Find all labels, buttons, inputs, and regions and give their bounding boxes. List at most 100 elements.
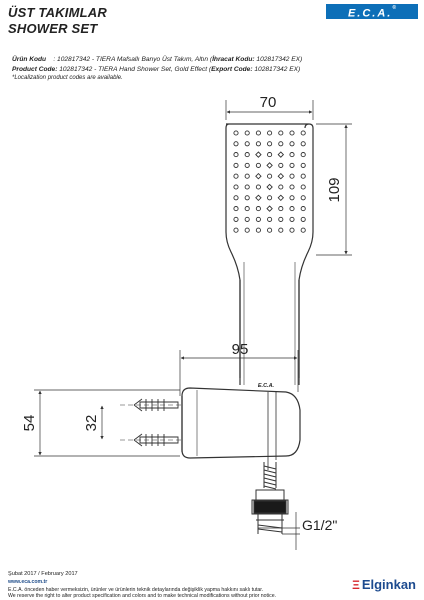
height-label: 109 bbox=[326, 177, 343, 202]
nozzle bbox=[300, 184, 306, 190]
nozzle-diamond bbox=[255, 151, 262, 158]
nozzle-diamond bbox=[266, 205, 273, 212]
hose-connector bbox=[251, 489, 289, 534]
nozzle-diamond bbox=[277, 151, 285, 158]
product-code-en: Product Code: 102817342 - TIERA Hand Sho… bbox=[12, 66, 300, 73]
nozzle bbox=[267, 195, 273, 201]
nozzle bbox=[233, 195, 239, 201]
nozzle bbox=[300, 206, 306, 212]
nozzle bbox=[300, 195, 306, 201]
nozzle bbox=[255, 216, 261, 222]
nozzle bbox=[300, 162, 306, 168]
nozzle bbox=[244, 173, 250, 179]
export-value-en: 102817342 EX) bbox=[252, 66, 301, 73]
nozzle-diamond bbox=[277, 172, 285, 180]
nozzle bbox=[300, 141, 306, 147]
footer-disclaimer-tr: E.C.A. önceden haber vermeksizin, ürünle… bbox=[8, 587, 264, 593]
nozzle bbox=[244, 184, 250, 190]
nozzle bbox=[300, 216, 306, 222]
code-value-tr: : 102817342 - TIERA Mafsallı Banyo Üst T… bbox=[53, 56, 213, 63]
technical-drawing: 70 109 95 E.C.A. 54 32 bbox=[21, 94, 352, 550]
nozzle bbox=[278, 227, 284, 233]
nozzle bbox=[267, 152, 273, 158]
nozzle bbox=[233, 227, 239, 233]
code-label-en: Product Code: bbox=[12, 66, 58, 73]
nozzle bbox=[267, 173, 273, 179]
nozzle bbox=[255, 162, 261, 168]
nozzle bbox=[244, 141, 250, 147]
depth-dimension bbox=[179, 350, 299, 396]
nozzle bbox=[255, 130, 261, 136]
nozzle bbox=[244, 162, 250, 168]
nozzle bbox=[255, 141, 261, 147]
width-label: 70 bbox=[260, 94, 277, 111]
width-dimension bbox=[225, 100, 314, 120]
shower-hose bbox=[263, 462, 277, 490]
elginkan-mark-icon: Ξ bbox=[352, 578, 360, 592]
nozzle bbox=[278, 162, 284, 168]
nozzle bbox=[244, 130, 250, 136]
nozzle bbox=[278, 130, 284, 136]
depth-label: 95 bbox=[232, 341, 249, 358]
nozzle bbox=[289, 130, 295, 136]
footer-date: Şubat 2017 / February 2017 bbox=[8, 571, 78, 577]
export-value-tr: 102817342 EX) bbox=[254, 56, 303, 63]
nozzle bbox=[289, 195, 295, 201]
logo-registered-mark: ® bbox=[392, 5, 397, 11]
nozzle bbox=[300, 227, 306, 233]
nozzle bbox=[244, 152, 250, 158]
nozzle-diamond bbox=[266, 183, 273, 191]
nozzle bbox=[255, 206, 261, 212]
nozzle bbox=[289, 141, 295, 147]
nozzle bbox=[289, 184, 295, 190]
nozzle bbox=[233, 173, 239, 179]
elginkan-brand-text: Elginkan bbox=[361, 577, 416, 592]
nozzle bbox=[233, 206, 239, 212]
nozzle bbox=[300, 173, 306, 179]
nozzle bbox=[289, 162, 295, 168]
nozzle bbox=[255, 184, 261, 190]
thread-label: G1/2" bbox=[302, 517, 337, 533]
export-label-en: Export Code: bbox=[211, 66, 253, 73]
nozzle bbox=[244, 227, 250, 233]
nozzle-diamond bbox=[255, 172, 262, 180]
nozzle bbox=[255, 227, 261, 233]
footer-website[interactable]: www.eca.com.tr bbox=[8, 579, 48, 585]
holder-mark: E.C.A. bbox=[258, 383, 275, 389]
nozzle bbox=[233, 162, 239, 168]
footer-disclaimer-en: We reserve the right to alter product sp… bbox=[8, 593, 277, 599]
nozzle bbox=[300, 130, 306, 136]
nozzle bbox=[267, 130, 273, 136]
mount-height-label: 54 bbox=[21, 415, 38, 432]
nozzle bbox=[233, 141, 239, 147]
nozzle-diamond bbox=[277, 194, 285, 202]
export-label-tr: İhracat Kodu: bbox=[212, 56, 255, 63]
shower-head-outline bbox=[225, 123, 314, 378]
wall-screws bbox=[120, 398, 182, 447]
eca-logo: E.C.A.® bbox=[326, 4, 418, 20]
shower-head-nozzles bbox=[233, 130, 306, 233]
nozzle bbox=[267, 227, 273, 233]
mount-height-dimension bbox=[34, 389, 180, 457]
nozzle bbox=[289, 216, 295, 222]
nozzle bbox=[289, 206, 295, 212]
nozzle bbox=[233, 216, 239, 222]
page-title-en: SHOWER SET bbox=[8, 21, 98, 36]
nozzle bbox=[278, 141, 284, 147]
nozzle-diamond bbox=[255, 194, 262, 202]
nozzle bbox=[233, 184, 239, 190]
product-code-tr: Ürün Kodu : 102817342 - TIERA Mafsallı B… bbox=[12, 56, 302, 63]
localization-note: *Localization product codes are availabl… bbox=[12, 75, 123, 81]
nozzle bbox=[289, 173, 295, 179]
shower-head bbox=[225, 123, 314, 385]
nozzle bbox=[233, 130, 239, 136]
nozzle bbox=[278, 206, 284, 212]
hole-spacing-label: 32 bbox=[83, 415, 100, 432]
nozzle bbox=[278, 216, 284, 222]
logo-text: E.C.A. bbox=[347, 7, 393, 20]
height-dimension bbox=[316, 123, 352, 256]
nozzle bbox=[267, 141, 273, 147]
nozzle bbox=[289, 227, 295, 233]
code-label-tr: Ürün Kodu bbox=[12, 56, 47, 63]
nozzle bbox=[289, 152, 295, 158]
